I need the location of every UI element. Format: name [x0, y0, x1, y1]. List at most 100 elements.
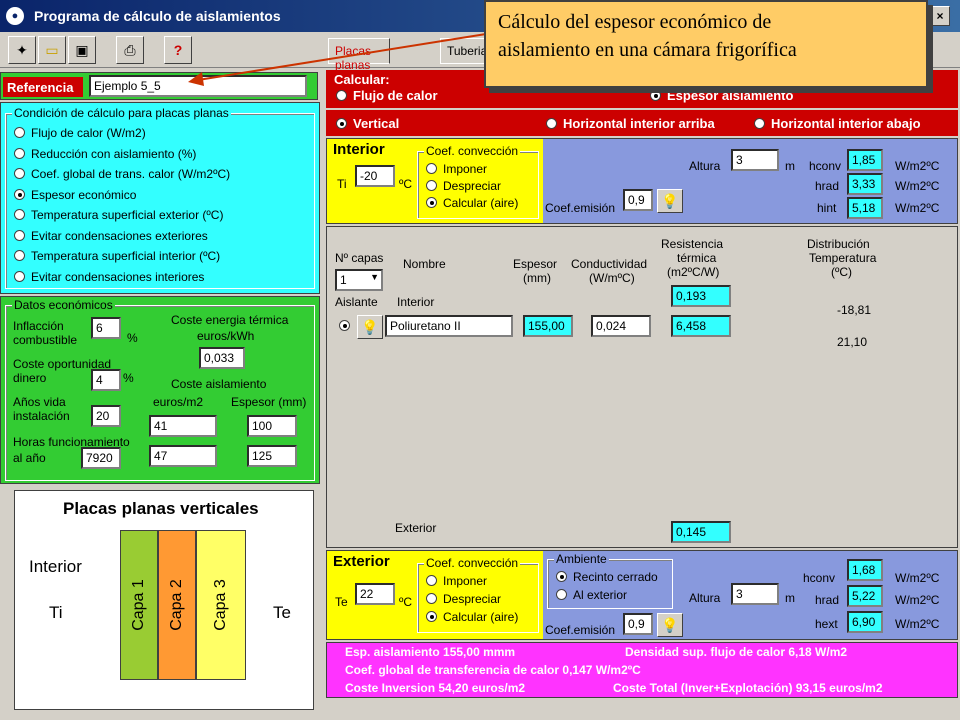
hconv-value: 1,85 — [847, 149, 883, 171]
interior-conv-option-0[interactable]: Imponer — [426, 162, 487, 176]
flujo-radio[interactable]: Flujo de calor — [336, 88, 438, 103]
exterior-panel: Exterior Te 22 ºC Coef. convección Impon… — [326, 550, 958, 640]
callout-line-2: aislamiento en una cámara frigorífica — [498, 39, 797, 61]
condicion-radio-icon[interactable] — [14, 250, 25, 261]
anos-input[interactable]: 20 — [91, 405, 121, 427]
ext-hconv-label: hconv — [803, 571, 836, 585]
espesor-value: 155,00 — [523, 315, 573, 337]
arriba-radio-icon[interactable] — [546, 118, 557, 129]
coste-op-input[interactable]: 4 — [91, 369, 121, 391]
condicion-option-3[interactable]: Espesor económico — [14, 188, 136, 202]
condicion-option-0[interactable]: Flujo de calor (W/m2) — [14, 126, 146, 140]
condicion-option-2[interactable]: Coef. global de trans. calor (W/m2ºC) — [14, 167, 230, 181]
cond-header-2: (W/mºC) — [589, 271, 635, 285]
economicos-group: Datos económicos — [5, 298, 315, 481]
condicion-radio-icon[interactable] — [14, 209, 25, 220]
espesor-1-input[interactable]: 100 — [247, 415, 297, 437]
hconv-label: hconv — [809, 159, 842, 173]
interior-conv-radio-icon[interactable] — [426, 163, 437, 174]
ext-hconv-value: 1,68 — [847, 559, 883, 581]
economicos-title: Datos económicos — [12, 298, 115, 312]
open-folder-icon[interactable]: ▭ — [38, 36, 66, 64]
exterior-label: Exterior — [395, 521, 437, 535]
exterior-altura-input[interactable]: 3 — [731, 583, 779, 605]
layer-lightbulb-icon[interactable]: 💡 — [357, 315, 383, 339]
interior-conv-option-1[interactable]: Despreciar — [426, 179, 501, 193]
r-interior-value: 0,193 — [671, 285, 731, 307]
condicion-radio-icon[interactable] — [14, 168, 25, 179]
espesor-2-input[interactable]: 125 — [247, 445, 297, 467]
diagram-te-label: Te — [273, 603, 291, 622]
ambiente-option-1[interactable]: Al exterior — [556, 588, 627, 602]
condicion-option-4[interactable]: Temperatura superficial exterior (ºC) — [14, 208, 223, 222]
condicion-option-6[interactable]: Temperatura superficial interior (ºC) — [14, 249, 220, 263]
exterior-emision-input[interactable]: 0,9 — [623, 613, 653, 635]
material-input[interactable]: Poliuretano II — [385, 315, 513, 337]
te-input[interactable]: 22 — [355, 583, 395, 605]
condicion-option-1[interactable]: Reducción con aislamiento (%) — [14, 147, 196, 161]
new-file-icon[interactable]: ✦ — [8, 36, 36, 64]
abajo-radio-icon[interactable] — [754, 118, 765, 129]
ambiente-option-0[interactable]: Recinto cerrado — [556, 570, 658, 584]
condicion-radio-icon[interactable] — [14, 147, 25, 159]
referencia-input[interactable]: Ejemplo 5_5 — [89, 75, 307, 97]
exterior-conv-radio-icon[interactable] — [426, 575, 437, 586]
interior-conv-radio-icon[interactable] — [426, 197, 437, 208]
espesor-radio[interactable]: Espesor aislamiento — [650, 88, 793, 103]
coste-aisl-2-input[interactable]: 47 — [149, 445, 217, 467]
abajo-radio[interactable]: Horizontal interior abajo — [754, 116, 921, 131]
vertical-radio[interactable]: Vertical — [336, 116, 399, 131]
condicion-radio-icon[interactable] — [14, 188, 25, 200]
tab-tuberia[interactable]: Tuberia — [440, 38, 488, 64]
flujo-radio-icon[interactable] — [336, 90, 347, 101]
interior-altura-label: Altura — [689, 159, 721, 173]
arriba-radio[interactable]: Horizontal interior arriba — [546, 116, 715, 131]
save-icon[interactable]: ▣ — [68, 36, 96, 64]
exterior-lightbulb-icon[interactable]: 💡 — [657, 613, 683, 637]
conductividad-input[interactable]: 0,024 — [591, 315, 651, 337]
ext-hrad-value: 5,22 — [847, 585, 883, 607]
chevron-down-icon[interactable]: ▼ — [370, 272, 379, 282]
capa-1: Capa 1 — [120, 530, 158, 680]
condicion-option-7[interactable]: Evitar condensaciones interiores — [14, 270, 204, 284]
tab-placas-planas[interactable]: Placas planas — [328, 38, 390, 72]
coste-aisl-1-input[interactable]: 41 — [149, 415, 217, 437]
exterior-conv-radio-icon[interactable] — [426, 593, 437, 604]
ncapas-select[interactable]: 1▼ — [335, 269, 383, 291]
layer-radio-icon[interactable] — [339, 320, 350, 331]
vertical-radio-icon[interactable] — [336, 118, 347, 129]
exterior-conv-option-2[interactable]: Calcular (aire) — [426, 610, 518, 624]
help-icon[interactable]: ? — [164, 36, 192, 64]
condicion-radio-icon[interactable] — [14, 270, 25, 282]
condicion-option-5[interactable]: Evitar condensaciones exteriores — [14, 229, 208, 243]
ti-input[interactable]: -20 — [355, 165, 395, 187]
print-icon[interactable]: ⎙ — [116, 36, 144, 64]
close-button[interactable]: × — [930, 6, 950, 26]
result-flujo: Densidad sup. flujo de calor 6,18 W/m2 — [625, 645, 848, 659]
interior-conv-title: Coef. convección — [424, 144, 521, 158]
exterior-conv-option-1[interactable]: Despreciar — [426, 592, 501, 606]
condicion-radio-icon[interactable] — [14, 127, 25, 138]
interior-conv-option-label: Imponer — [443, 162, 488, 176]
interior-altura-input[interactable]: 3 — [731, 149, 779, 171]
condicion-radio-icon[interactable] — [14, 229, 25, 241]
exterior-conv-option-0[interactable]: Imponer — [426, 574, 487, 588]
interior-emision-input[interactable]: 0,9 — [623, 189, 653, 211]
energia-input[interactable]: 0,033 — [199, 347, 245, 369]
callout-note: Cálculo del espesor económico de aislami… — [484, 0, 928, 88]
hrad-label: hrad — [815, 179, 840, 193]
callout-line-1: Cálculo del espesor económico de — [498, 11, 772, 33]
wunit-1: W/m2ºC — [895, 159, 940, 173]
interior-lightbulb-icon[interactable]: 💡 — [657, 189, 683, 213]
ambiente-radio-icon[interactable] — [556, 571, 567, 582]
interior-conv-radio-icon[interactable] — [426, 180, 437, 191]
t1-value: -18,81 — [837, 303, 872, 317]
exterior-conv-radio-icon[interactable] — [426, 611, 437, 622]
inflacion-input[interactable]: 6 — [91, 317, 121, 339]
horas-input[interactable]: 7920 — [81, 447, 121, 469]
app-icon: ● — [6, 7, 24, 25]
ambiente-radio-icon[interactable] — [556, 589, 567, 600]
espesor-radio-icon[interactable] — [650, 90, 661, 101]
interior-conv-option-2[interactable]: Calcular (aire) — [426, 196, 518, 210]
